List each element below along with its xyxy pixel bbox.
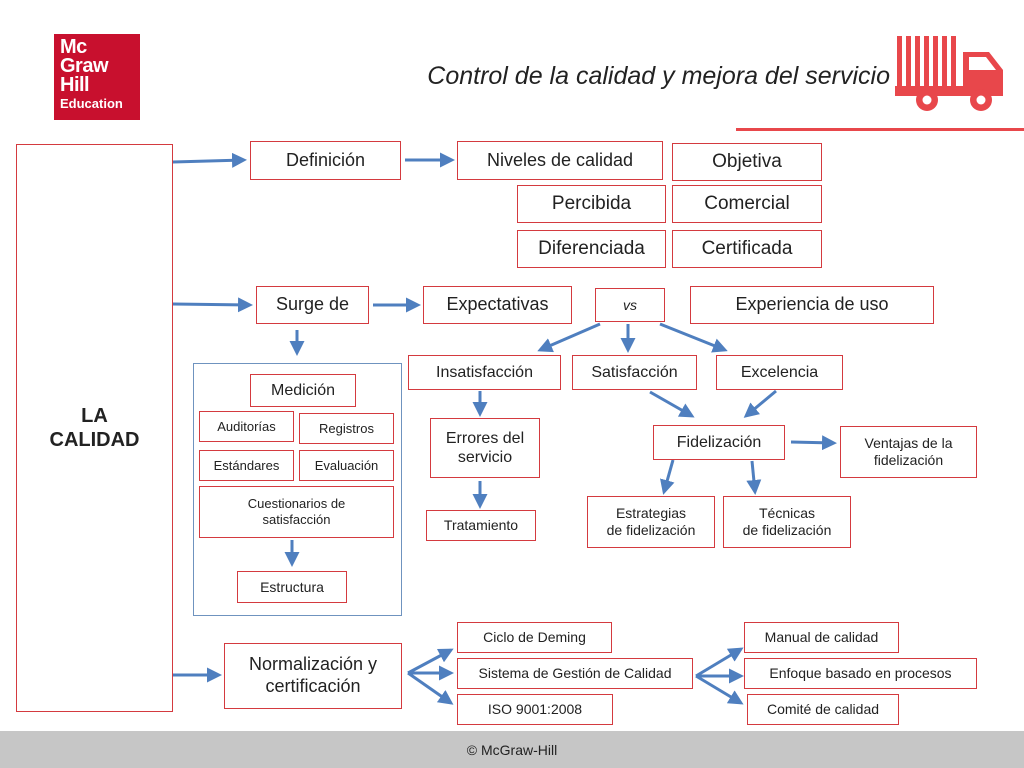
- node-la-calidad-line1: LA: [81, 405, 108, 427]
- logo-line-graw: Graw: [60, 55, 109, 77]
- footer-bar: © McGraw-Hill: [0, 731, 1024, 768]
- page-title: Control de la calidad y mejora del servi…: [427, 62, 890, 90]
- node-ventajas-line1: Ventajas de la: [864, 435, 953, 452]
- node-ventajas-de-la-fidelizacion: Ventajas de la fidelización: [840, 426, 977, 478]
- node-normalizacion-line1: Normalización y: [248, 654, 378, 675]
- node-la-calidad: LA CALIDAD: [16, 144, 173, 712]
- node-enfoque-basado-en-procesos: Enfoque basado en procesos: [744, 658, 977, 689]
- node-estructura: Estructura: [237, 571, 347, 603]
- node-medicion: Medición: [250, 374, 356, 407]
- node-cuestionarios-de-satisfaccion: Cuestionarios de satisfacción: [199, 486, 394, 538]
- node-errores-line2: servicio: [457, 449, 513, 466]
- node-normalizacion-line2: certificación: [265, 676, 361, 696]
- node-estandares: Estándares: [199, 450, 294, 481]
- node-normalizacion-y-certificacion: Normalización y certificación: [224, 643, 402, 709]
- node-errores-line1: Errores del: [445, 429, 525, 447]
- node-iso-9001: ISO 9001:2008: [457, 694, 613, 725]
- mcgraw-hill-logo: Mc Graw Hill Education: [54, 34, 140, 120]
- node-evaluacion: Evaluación: [299, 450, 394, 481]
- node-percibida: Percibida: [517, 185, 666, 223]
- node-registros: Registros: [299, 413, 394, 444]
- node-estrategias-line2: de fidelización: [606, 522, 696, 538]
- node-sistema-de-gestion-de-calidad: Sistema de Gestión de Calidad: [457, 658, 693, 689]
- node-niveles-de-calidad: Niveles de calidad: [457, 141, 663, 180]
- node-estrategias-de-fidelizacion: Estrategias de fidelización: [587, 496, 715, 548]
- node-insatisfaccion: Insatisfacción: [408, 355, 561, 390]
- node-tecnicas-line1: Técnicas: [758, 505, 816, 522]
- node-vs: vs: [595, 288, 665, 322]
- node-fidelizacion: Fidelización: [653, 425, 785, 460]
- logo-line-mc: Mc: [60, 36, 87, 58]
- node-tratamiento: Tratamiento: [426, 510, 536, 541]
- node-satisfaccion: Satisfacción: [572, 355, 697, 390]
- node-tecnicas-de-fidelizacion: Técnicas de fidelización: [723, 496, 851, 548]
- node-comercial: Comercial: [672, 185, 822, 223]
- node-auditorias: Auditorías: [199, 411, 294, 442]
- node-estrategias-line1: Estrategias: [615, 505, 687, 522]
- node-tecnicas-line2: de fidelización: [742, 522, 832, 538]
- node-manual-de-calidad: Manual de calidad: [744, 622, 899, 653]
- node-excelencia: Excelencia: [716, 355, 843, 390]
- node-comite-de-calidad: Comité de calidad: [747, 694, 899, 725]
- node-ciclo-de-deming: Ciclo de Deming: [457, 622, 612, 653]
- node-experiencia-de-uso: Experiencia de uso: [690, 286, 934, 324]
- node-cuestionarios-line1: Cuestionarios de: [247, 496, 346, 512]
- node-objetiva: Objetiva: [672, 143, 822, 181]
- node-expectativas: Expectativas: [423, 286, 572, 324]
- node-diferenciada: Diferenciada: [517, 230, 666, 268]
- node-ventajas-line2: fidelización: [873, 452, 944, 468]
- header-divider: [736, 128, 1024, 131]
- medicion-group-frame: [193, 363, 402, 616]
- logo-line-education: Education: [60, 96, 123, 111]
- truck-icon: [895, 36, 1003, 111]
- logo-line-hill: Hill: [60, 74, 90, 96]
- node-certificada: Certificada: [672, 230, 822, 268]
- node-la-calidad-line2: CALIDAD: [49, 429, 140, 451]
- footer-copyright: © McGraw-Hill: [466, 741, 558, 758]
- node-cuestionarios-line2: satisfacción: [262, 512, 331, 527]
- node-surge-de: Surge de: [256, 286, 369, 324]
- node-definicion: Definición: [250, 141, 401, 180]
- node-errores-del-servicio: Errores del servicio: [430, 418, 540, 478]
